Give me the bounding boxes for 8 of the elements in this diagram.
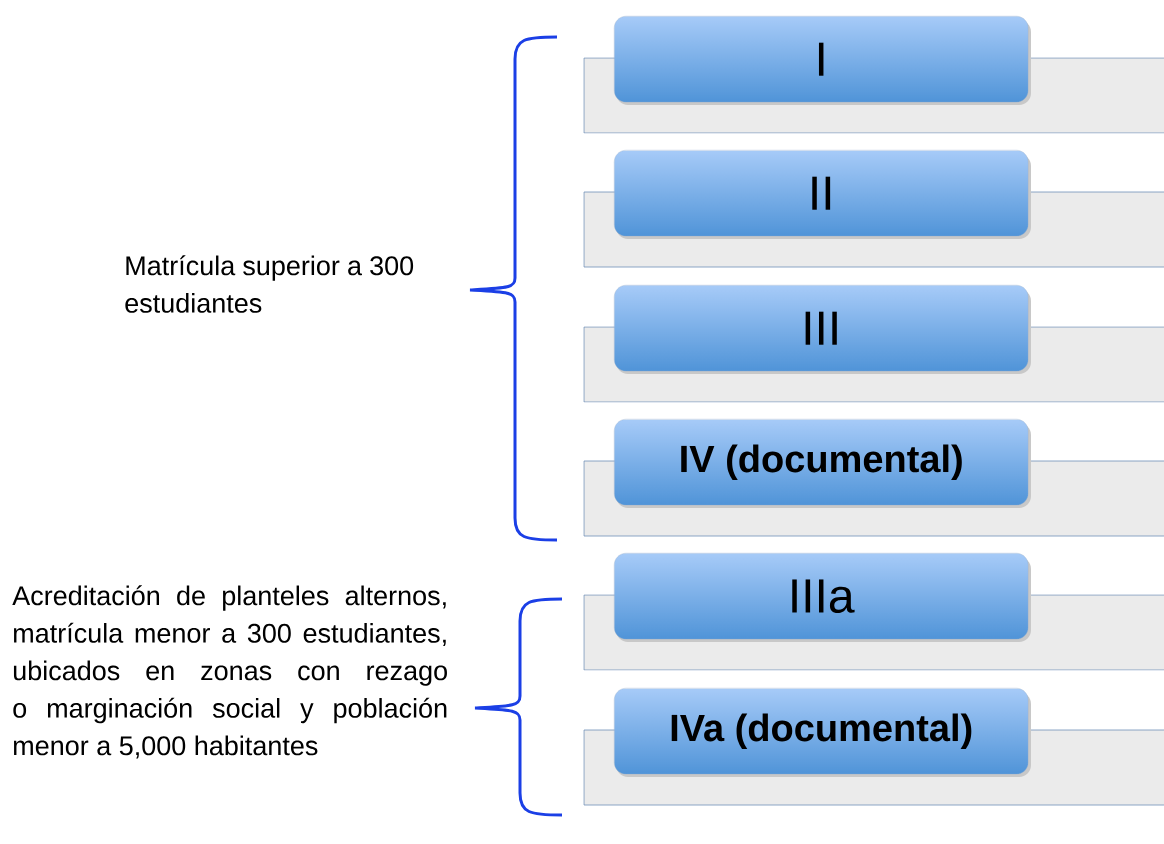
- tab-box: IV (documental): [614, 419, 1031, 508]
- side-note: Matrícula superior a 300 estudiantes: [125, 255, 414, 313]
- tab-box: I: [614, 16, 1031, 105]
- tab-box: IVa (documental): [614, 688, 1031, 777]
- side-note: Acreditación de planteles alternos, matrícula menor a 300 estudiantes, ubicados en zonas con rezago o marginación social y población menor a 5,000 habitantes: [12, 585, 447, 759]
- tab-box: IIIa: [614, 553, 1031, 642]
- tab-box: II: [614, 150, 1031, 239]
- tab-box: III: [614, 285, 1031, 374]
